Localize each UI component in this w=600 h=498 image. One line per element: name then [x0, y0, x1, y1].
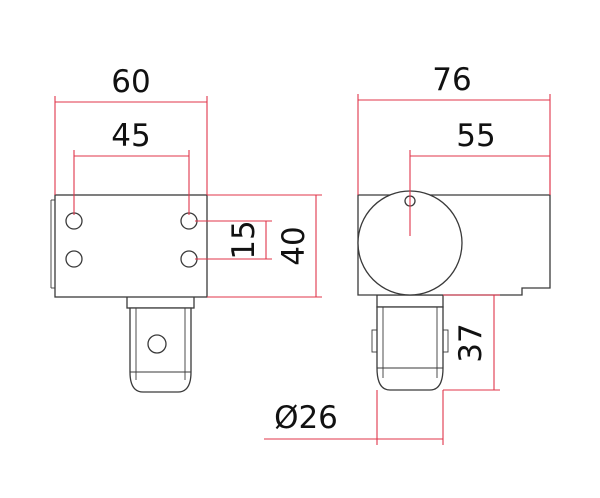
dim-37-label: 37	[453, 323, 489, 362]
mount-hole-bottom-left	[65, 250, 83, 268]
dim-60-label: 60	[111, 64, 150, 100]
dim-55-label: 55	[456, 118, 495, 154]
side-shaft	[371, 294, 449, 391]
front-pin	[126, 295, 195, 393]
pin-hole	[147, 334, 167, 354]
front-plate	[54, 194, 208, 298]
front-view	[50, 194, 208, 393]
dim-45-label: 45	[111, 118, 150, 154]
side-dimensions	[264, 94, 551, 445]
dim-76-label: 76	[432, 62, 471, 98]
dim-40-label: 40	[276, 226, 312, 265]
dim-diameter-26-label: Ø26	[274, 400, 338, 436]
dim-15-label: 15	[226, 220, 262, 259]
front-dimensions	[54, 96, 322, 298]
